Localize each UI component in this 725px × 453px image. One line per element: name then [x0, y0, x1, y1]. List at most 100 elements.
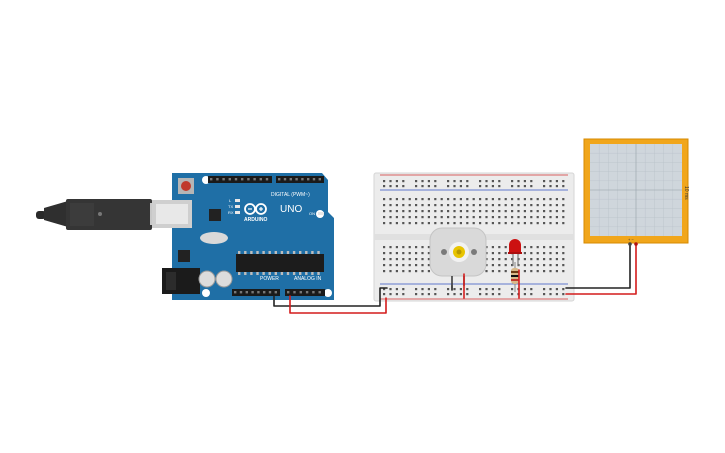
- model-label: UNO: [280, 204, 302, 215]
- digital-header-label: DIGITAL (PWM~): [271, 192, 310, 198]
- breadboard-hole: [389, 258, 392, 261]
- chip-leg: [268, 251, 271, 254]
- chip-leg: [274, 251, 277, 254]
- breadboard-hole: [479, 185, 482, 188]
- chip-leg: [292, 251, 296, 254]
- breadboard-hole: [555, 258, 558, 261]
- breadboard-hole: [543, 180, 546, 183]
- dc-motor-icon[interactable]: [429, 227, 487, 286]
- breadboard-hole: [408, 210, 411, 213]
- breadboard-hole: [408, 264, 411, 267]
- breadboard-hole: [402, 288, 405, 291]
- breadboard-hole: [555, 216, 558, 219]
- header-pin: [265, 178, 269, 181]
- oscilloscope[interactable]: 10 ms + −: [583, 138, 689, 244]
- breadboard-hole: [491, 222, 494, 225]
- breadboard-hole: [408, 270, 411, 273]
- breadboard-hole: [562, 204, 565, 207]
- breadboard-hole: [536, 246, 539, 249]
- breadboard-hole: [498, 293, 501, 296]
- breadboard-hole: [395, 288, 398, 291]
- header-pin: [305, 291, 309, 294]
- breadboard-hole: [543, 210, 546, 213]
- header-pin: [216, 178, 219, 181]
- breadboard-hole: [459, 216, 462, 219]
- breadboard-hole: [543, 204, 546, 207]
- breadboard-hole: [383, 185, 386, 188]
- breadboard-hole: [440, 198, 443, 201]
- breadboard-hole: [415, 204, 418, 207]
- regulator-icon: [178, 250, 190, 262]
- breadboard-hole: [415, 252, 418, 255]
- breadboard-hole: [549, 288, 552, 291]
- breadboard-hole: [453, 288, 456, 291]
- breadboard-hole: [395, 252, 398, 255]
- header-pin: [318, 178, 321, 181]
- breadboard-hole: [408, 222, 411, 225]
- breadboard-hole: [383, 198, 386, 201]
- breadboard-hole: [536, 210, 539, 213]
- digital-header-right[interactable]: [276, 176, 324, 183]
- analog-header[interactable]: [285, 289, 325, 296]
- chip-leg: [317, 251, 320, 254]
- led-label-rx: RX: [228, 210, 234, 215]
- breadboard-hole: [491, 258, 494, 261]
- breadboard-hole: [402, 252, 405, 255]
- usb-cable-icon[interactable]: [36, 199, 170, 230]
- breadboard-hole: [427, 252, 430, 255]
- led-label-tx: TX: [228, 204, 233, 209]
- breadboard-hole: [523, 185, 526, 188]
- breadboard-hole: [543, 246, 546, 249]
- breadboard-hole: [517, 204, 520, 207]
- header-pin: [283, 178, 287, 181]
- breadboard-hole: [395, 204, 398, 207]
- breadboard-hole: [543, 216, 546, 219]
- breadboard-hole: [555, 204, 558, 207]
- breadboard-hole: [549, 198, 552, 201]
- breadboard-hole: [447, 204, 450, 207]
- breadboard-hole: [498, 270, 501, 273]
- wire-scope-gnd[interactable]: [565, 243, 631, 289]
- breadboard-hole: [511, 293, 514, 296]
- breadboard-hole: [459, 210, 462, 213]
- breadboard-hole: [466, 288, 469, 291]
- breadboard-hole: [504, 210, 507, 213]
- breadboard-hole: [530, 264, 533, 267]
- wire-gnd-arduino[interactable]: [273, 287, 388, 307]
- red-led-icon[interactable]: [508, 239, 522, 266]
- power-header-label: POWER: [260, 276, 279, 282]
- resistor-icon[interactable]: [511, 262, 519, 292]
- breadboard-hole: [504, 264, 507, 267]
- breadboard-hole: [530, 216, 533, 219]
- breadboard-hole: [395, 180, 398, 183]
- breadboard-hole: [383, 288, 386, 291]
- wire-scope-signal[interactable]: [565, 243, 637, 295]
- digital-header-left[interactable]: [208, 176, 272, 183]
- breadboard-hole: [459, 288, 462, 291]
- power-header[interactable]: [232, 289, 280, 296]
- breadboard-hole: [402, 216, 405, 219]
- breadboard-hole: [427, 216, 430, 219]
- header-pin: [245, 291, 248, 294]
- breadboard-hole: [543, 293, 546, 296]
- wires[interactable]: [273, 242, 638, 314]
- breadboard-hole: [421, 180, 424, 183]
- breadboard-hole: [517, 216, 520, 219]
- chip-leg: [311, 251, 314, 254]
- arduino-uno-board[interactable]: L TX RX ON DIGITAL (PWM~) ARDUINO UNO PO…: [152, 173, 334, 300]
- breadboard-hole: [447, 198, 450, 201]
- breadboard-hole: [472, 210, 475, 213]
- breadboard-hole: [498, 216, 501, 219]
- breadboard-hole: [555, 210, 558, 213]
- wire-5v-arduino[interactable]: [289, 295, 387, 314]
- breadboard-hole: [479, 210, 482, 213]
- breadboard-hole: [511, 222, 514, 225]
- breadboard-hole: [562, 293, 565, 296]
- breadboard-hole: [466, 185, 469, 188]
- breadboard-hole: [427, 198, 430, 201]
- breadboard-hole: [562, 264, 565, 267]
- breadboard-hole: [523, 210, 526, 213]
- breadboard-hole: [543, 264, 546, 267]
- crystal-icon: [200, 232, 228, 244]
